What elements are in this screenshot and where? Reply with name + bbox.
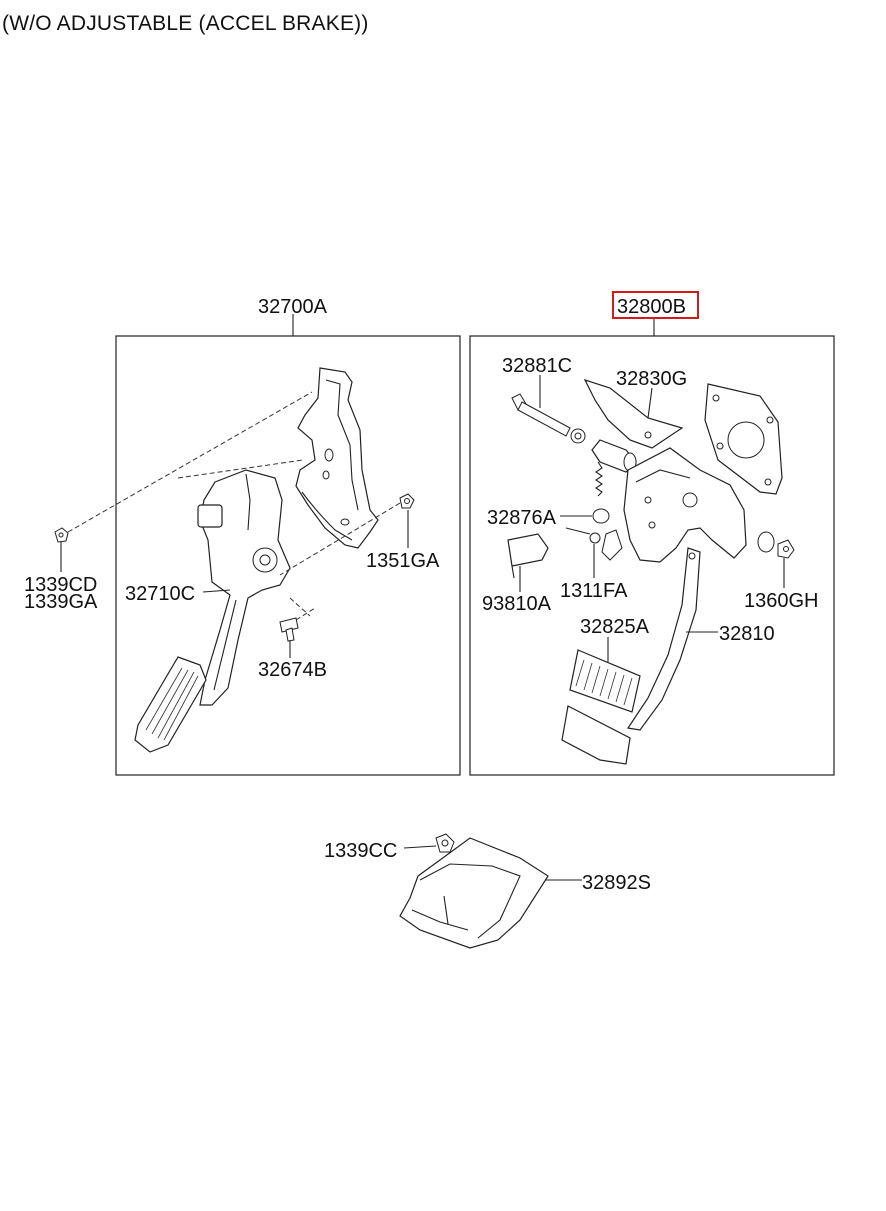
stopper-32876A[interactable] [592,508,610,524]
label-accel-assembly[interactable]: 32700A [258,296,328,318]
bolt-32881C[interactable] [511,393,586,444]
label-32892S[interactable]: 32892S [582,872,651,894]
bushing-sleeve[interactable] [591,439,637,473]
label-32876A[interactable]: 32876A [487,507,557,529]
brake-assembly-frame [469,335,835,776]
brake-pedal-arm[interactable] [626,547,701,731]
nut-1339CC[interactable] [435,833,455,853]
label-32674B[interactable]: 32674B [258,659,327,681]
label-93810A[interactable]: 93810A [482,593,552,615]
label-1339CD[interactable]: 1339CD [24,574,97,596]
accel-bracket[interactable] [295,367,379,549]
label-32825A[interactable]: 32825A [580,616,650,638]
bolt-32674B[interactable] [279,617,299,642]
label-1339GA[interactable]: 1339GA [24,591,98,613]
label-32710C[interactable]: 32710C [125,583,195,605]
mounting-gasket[interactable] [704,383,783,495]
brake-pedal-pad[interactable] [561,649,641,765]
label-1311FA[interactable]: 1311FA [560,580,628,602]
nut-1360GH[interactable] [757,531,795,559]
label-32830G[interactable]: 32830G [616,368,687,390]
label-32810[interactable]: 32810 [719,623,775,645]
plate-32830G[interactable] [583,378,684,449]
switch-93810A[interactable] [507,533,549,579]
label-1339CC[interactable]: 1339CC [324,840,397,862]
diagram-title: (W/O ADJUSTABLE (ACCEL BRAKE)) [2,12,369,35]
nut-1339CD[interactable] [54,527,69,543]
highlight-box-32800B [612,291,699,319]
brake-bracket[interactable] [623,447,747,563]
label-1351GA[interactable]: 1351GA [366,550,440,572]
accel-pedal-arm[interactable] [197,469,291,706]
accel-assembly-frame [115,335,461,776]
label-brake-assembly[interactable]: 32800B [617,296,686,318]
cover-32892S[interactable] [399,837,549,949]
nut-1351GA[interactable] [399,493,415,509]
accel-pedal-pad[interactable] [134,656,207,753]
label-1360GH[interactable]: 1360GH [744,590,819,612]
return-spring[interactable] [595,461,603,497]
label-32881C[interactable]: 32881C [502,355,572,377]
bolt-1311FA[interactable] [565,527,623,561]
